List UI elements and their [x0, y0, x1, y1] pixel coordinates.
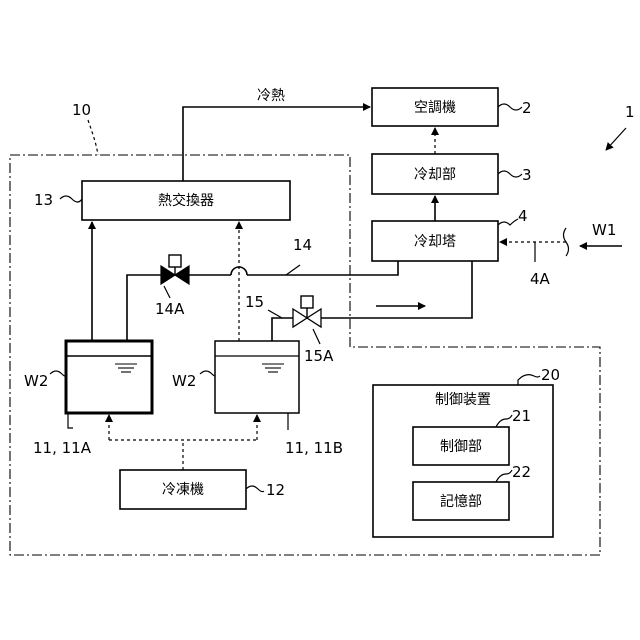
refrigerator: 冷凍機 [120, 470, 246, 509]
pipe-14-ref: 14 [293, 236, 312, 254]
heat-exchanger: 熱交換器 [82, 181, 290, 220]
pipe-14-leader [286, 265, 300, 275]
control-device-label: 制御装置 [435, 392, 491, 408]
storage-tank-a [66, 341, 152, 413]
control-device-ref: 20 [541, 366, 560, 384]
pipe-15-leader [268, 310, 282, 318]
air-conditioner-label: 空調機 [414, 100, 456, 116]
pipe-15-ref: 15 [245, 293, 264, 311]
air-conditioner: 空調機 [372, 88, 498, 126]
water-a-ref: W2 [24, 372, 48, 390]
system-ref: 1 [625, 103, 635, 121]
valve-15a-ref: 15A [304, 347, 334, 365]
pipe-14-right [247, 261, 398, 275]
pipe-15-right [321, 261, 472, 318]
storage-unit: 記憶部 [413, 482, 509, 520]
cooling-tower-leader [498, 219, 518, 225]
refrigerator-leader [246, 486, 264, 492]
valve-14a-leader [164, 286, 170, 298]
subsystem-leader [88, 120, 98, 155]
cooling-unit-leader [498, 171, 522, 177]
wind-ref: W1 [592, 221, 616, 239]
cold-heat-line [183, 107, 370, 181]
subsystem-ref: 10 [72, 101, 91, 119]
air-conditioner-ref: 2 [522, 99, 532, 117]
system-ref-arrow [606, 128, 626, 150]
storage-unit-label: 記憶部 [440, 493, 482, 510]
water-a-leader [50, 371, 66, 376]
valve-15a-leader [313, 329, 320, 344]
control-unit-label: 制御部 [440, 439, 482, 455]
control-unit: 制御部 [413, 427, 509, 465]
cooling-tower: 冷却塔 [372, 221, 498, 261]
valve-15a [293, 296, 321, 327]
cooling-unit-ref: 3 [522, 166, 532, 184]
valve-14a [161, 255, 189, 284]
cold-heat-label: 冷熱 [257, 88, 285, 104]
control-unit-leader [496, 415, 512, 427]
heat-exchanger-label: 熱交換器 [158, 192, 214, 209]
valve-14a-ref: 14A [155, 300, 185, 318]
refrigerator-feed [109, 440, 257, 470]
heat-exchanger-leader [60, 196, 82, 202]
refrigerator-label: 冷凍機 [162, 482, 204, 498]
cooling-unit: 冷却部 [372, 154, 498, 194]
storage-unit-leader [496, 470, 512, 482]
cooling-tower-label: 冷却塔 [414, 234, 456, 250]
tank-b-ref: 11, 11B [285, 439, 343, 457]
water-b-ref: W2 [172, 372, 196, 390]
cooling-tower-ref: 4 [518, 207, 528, 225]
storage-tank-b [215, 341, 299, 413]
refrigerator-ref: 12 [266, 481, 285, 499]
control-device-leader [518, 375, 540, 385]
tank-a-ref: 11, 11A [33, 439, 92, 457]
tank-a-leader [68, 413, 73, 428]
heat-exchanger-ref: 13 [34, 191, 53, 209]
control-unit-ref: 21 [512, 407, 531, 425]
storage-unit-ref: 22 [512, 463, 531, 481]
pipe-15-left [272, 318, 293, 341]
air-conditioner-leader [498, 104, 522, 110]
water-b-leader [200, 371, 215, 376]
outside-air-ref: 4A [530, 270, 551, 288]
cooling-unit-label: 冷却部 [414, 167, 456, 183]
